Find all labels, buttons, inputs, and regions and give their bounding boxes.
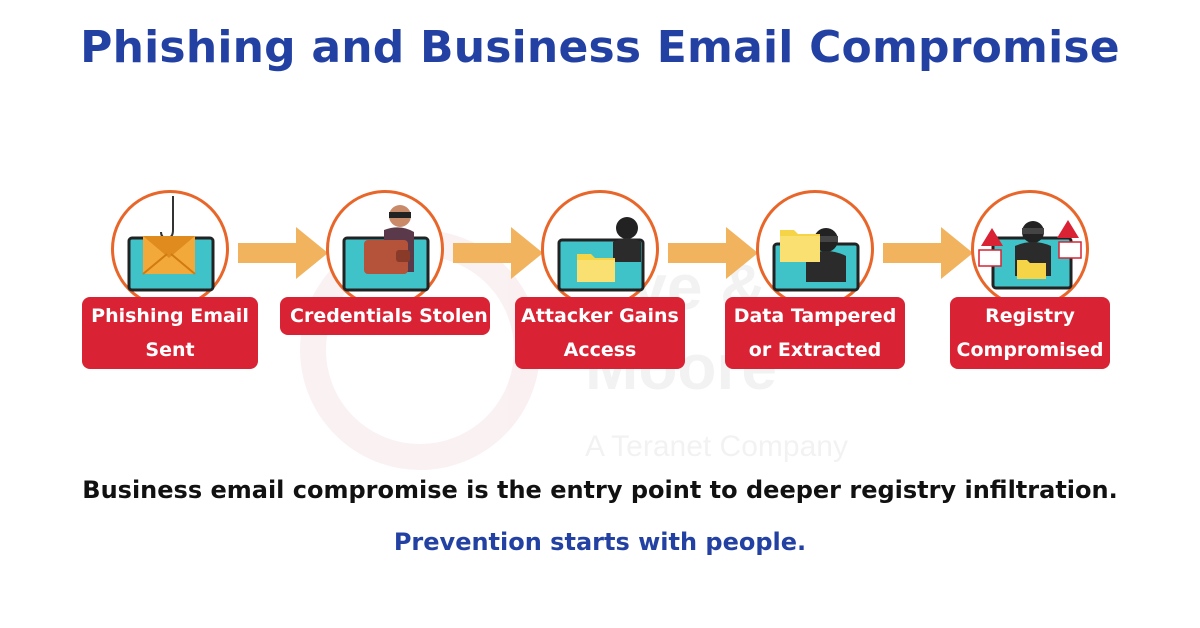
page-title: Phishing and Business Email Compromise (80, 22, 1120, 73)
step-label: Credentials Stolen (280, 297, 490, 335)
flow-arrow-icon (883, 227, 973, 279)
data-theft-icon (772, 228, 860, 292)
registry-compromise-icon (978, 220, 1082, 290)
step-label: Registry Compromised (950, 297, 1110, 369)
phishing-email-icon (127, 196, 215, 292)
step-label: Data Tampered or Extracted (725, 297, 905, 369)
step-label-line: Sent (145, 339, 195, 361)
step-label-line: or Extracted (748, 339, 882, 361)
tagline: Prevention starts with people. (393, 528, 807, 556)
flow-arrow-icon (453, 227, 543, 279)
step-label-line: Data Tampered (733, 305, 897, 327)
step-label: Phishing Email Sent (82, 297, 258, 369)
watermark-subtitle: A Teranet Company (585, 430, 848, 463)
attack-flow: Phishing Email Sent Credentials Stolen (0, 185, 1200, 385)
step-attacker-access: Attacker Gains Access (500, 185, 700, 385)
step-label-line: Registry (985, 305, 1075, 327)
step-phishing-email: Phishing Email Sent (70, 185, 270, 385)
summary-caption: Business email compromise is the entry p… (82, 476, 1118, 504)
step-label-line: Compromised (956, 339, 1104, 361)
step-data-tampered: Data Tampered or Extracted (715, 185, 915, 385)
step-label-line: Access (563, 339, 637, 361)
step-label-line: Credentials Stolen (290, 305, 488, 327)
step-registry-compromised: Registry Compromised (930, 185, 1130, 385)
step-label: Attacker Gains Access (515, 297, 685, 369)
step-credentials-stolen: Credentials Stolen (280, 185, 490, 385)
attacker-access-icon (557, 217, 645, 292)
flow-arrow-icon (238, 227, 328, 279)
step-label-line: Attacker Gains (521, 305, 679, 327)
credentials-thief-icon (342, 205, 430, 292)
flow-arrow-icon (668, 227, 758, 279)
step-label-line: Phishing Email (91, 305, 249, 327)
